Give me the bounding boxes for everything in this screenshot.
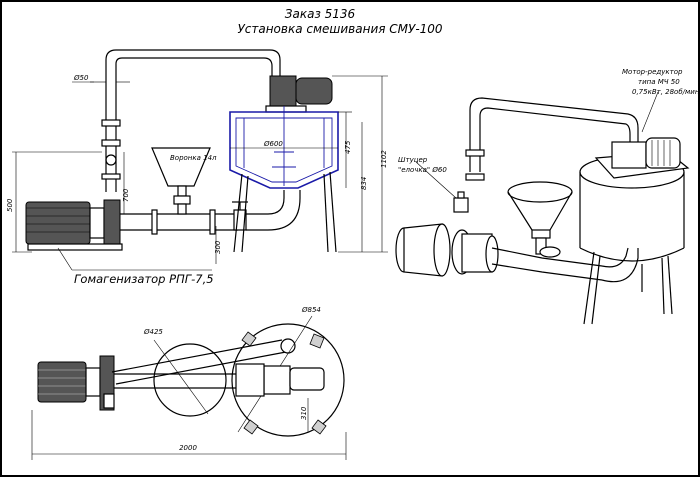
mixing-tank bbox=[229, 106, 339, 189]
homogenizer-base bbox=[27, 243, 123, 251]
fitting-label-2: "елочка" Ø60 bbox=[398, 166, 447, 174]
isometric-view: Штуцер "елочка" Ø60 Мотор-редуктор bbox=[395, 68, 700, 325]
tank-diameter: Ø600 bbox=[263, 140, 283, 148]
iso-gearbox bbox=[611, 141, 647, 169]
dim-834: 834 bbox=[360, 177, 368, 190]
motor-label-2: типа МЧ 50 bbox=[638, 78, 680, 86]
tank-motor-gearbox bbox=[269, 75, 297, 107]
iso-motor bbox=[645, 137, 681, 169]
return-pipe-inner bbox=[115, 57, 273, 192]
order-title: Заказ 5136 bbox=[285, 7, 356, 21]
front-elevation-view: Ø50 Воронка 14л bbox=[6, 49, 388, 286]
dim-700: 700 bbox=[122, 188, 130, 202]
plan-diam-854: Ø854 bbox=[301, 306, 321, 314]
homogenizer-label: Гомагенизатор РПГ-7,5 bbox=[74, 272, 214, 286]
plan-diam-425: Ø425 bbox=[143, 328, 163, 336]
iso-funnel bbox=[507, 181, 573, 203]
dim-2000: 2000 bbox=[179, 444, 197, 452]
dim-1102: 1102 bbox=[380, 150, 388, 168]
sight-glass bbox=[105, 154, 117, 166]
funnel-label: Воронка 14л bbox=[170, 154, 217, 162]
dim-300: 300 bbox=[214, 240, 222, 254]
plan-homogenizer-motor bbox=[37, 361, 87, 403]
homogenizer-head bbox=[103, 199, 121, 247]
motor-label-3: 0,75кВт, 28об/мин bbox=[632, 88, 700, 96]
dim-500: 500 bbox=[6, 198, 14, 212]
plan-tank-circle bbox=[231, 323, 345, 437]
dim-475: 475 bbox=[344, 140, 352, 154]
return-pipe bbox=[105, 49, 281, 192]
funnel bbox=[151, 147, 211, 187]
plan-view: Ø425 Ø854 310 2000 bbox=[31, 306, 347, 460]
tank-motor bbox=[295, 77, 333, 105]
installation-title: Установка смешивания СМУ-100 bbox=[237, 22, 442, 36]
dn50-label: Ø50 bbox=[73, 74, 89, 82]
plan-funnel-circle bbox=[153, 343, 227, 417]
motor-label-1: Мотор-редуктор bbox=[622, 68, 683, 76]
fitting-label-1: Штуцер bbox=[398, 156, 428, 164]
dim-310: 310 bbox=[300, 406, 308, 420]
